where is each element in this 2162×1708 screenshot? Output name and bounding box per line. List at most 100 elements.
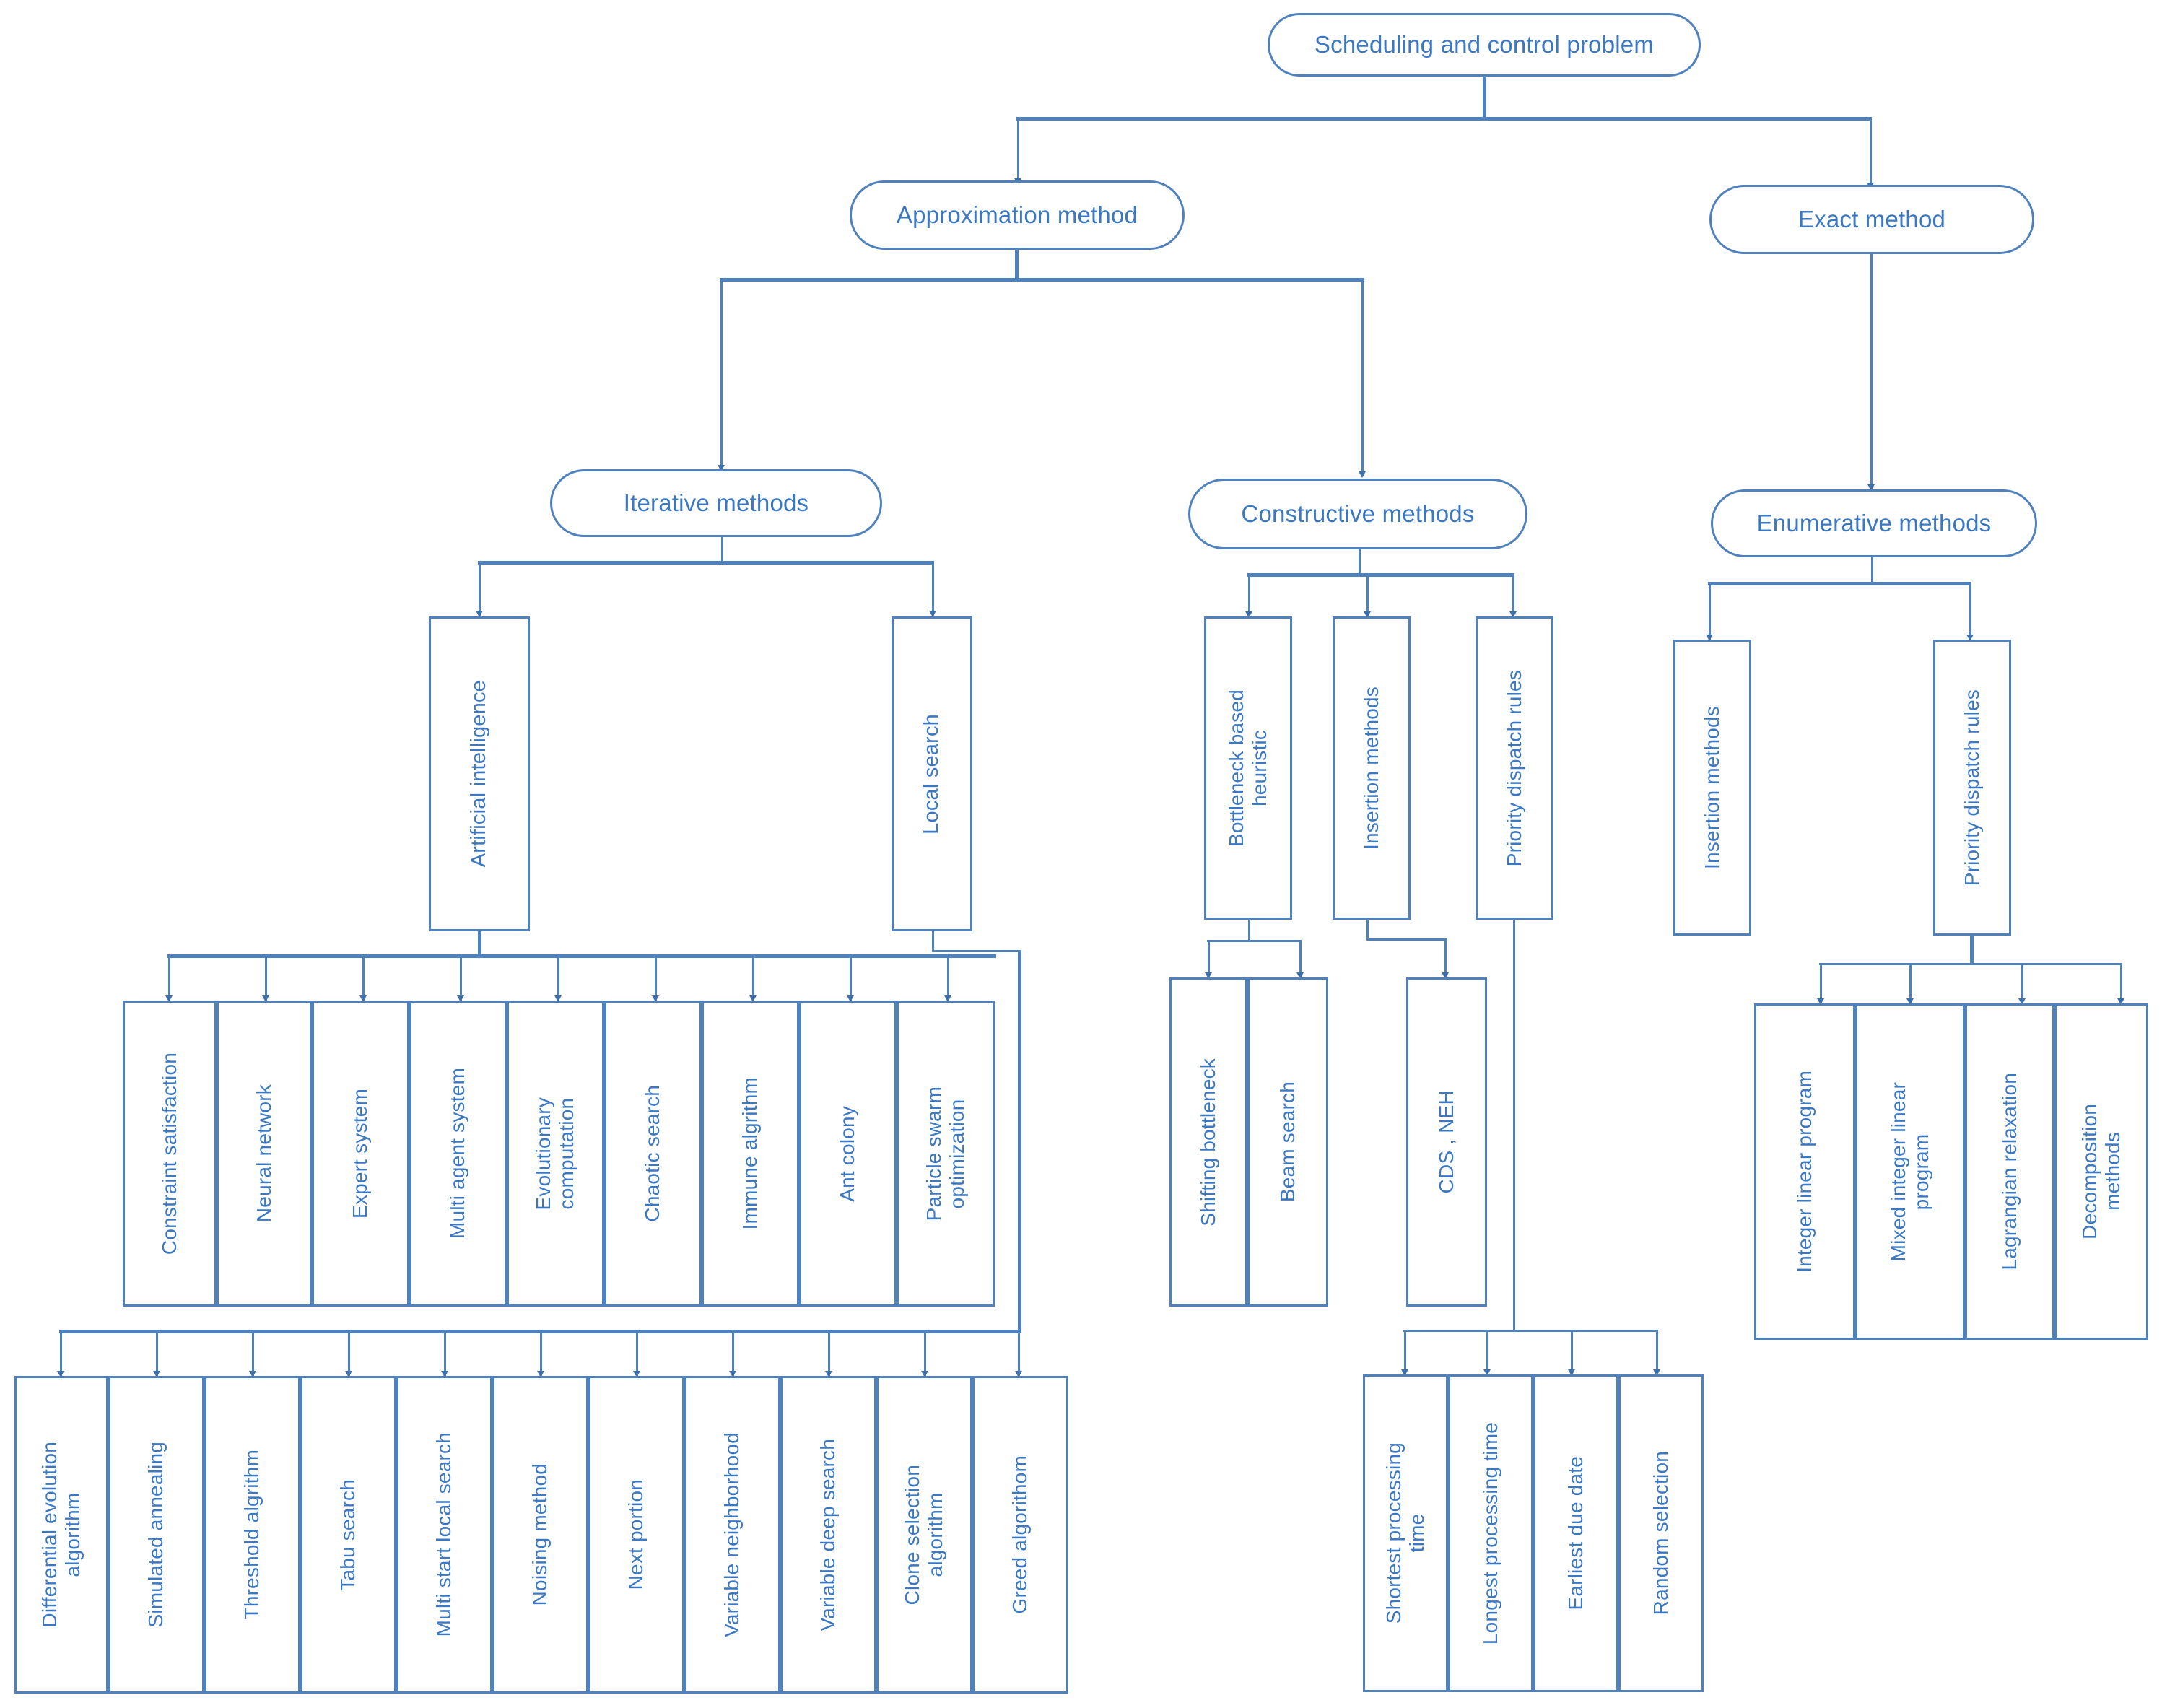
connector-to-bottleneck — [1248, 573, 1250, 616]
node-priority-dispatch-rules-constructive[interactable]: Priority dispatch rules — [1476, 616, 1553, 920]
connector-enumerative-bus — [1708, 582, 1971, 585]
node-cds-neh[interactable]: CDS , NEH — [1406, 977, 1487, 1307]
connector-ai-bus — [167, 954, 996, 958]
connector-ep-child-0 — [1820, 963, 1822, 1003]
arrow-iterative — [718, 465, 725, 471]
node-next-portion[interactable]: Next portion — [588, 1376, 684, 1694]
connector-ai-child-1 — [265, 954, 267, 1001]
arrow-local-search — [929, 611, 936, 617]
node-approximation-method[interactable]: Approximation method — [850, 180, 1185, 250]
node-constructive-methods[interactable]: Constructive methods — [1188, 479, 1527, 549]
node-earliest-due-date[interactable]: Earliest due date — [1533, 1374, 1618, 1692]
node-mixed-integer-linear-program[interactable]: Mixed integer linear program — [1855, 1003, 1965, 1340]
node-priority-dispatch-rules-exact[interactable]: Priority dispatch rules — [1933, 640, 2011, 936]
node-immune-algrithm[interactable]: Immune algrithm — [702, 1001, 799, 1307]
node-greed-algorithom[interactable]: Greed algorithom — [972, 1376, 1068, 1694]
node-beam-search[interactable]: Beam search — [1247, 977, 1328, 1307]
node-label: Variable deep search — [816, 1438, 840, 1631]
node-particle-swarm-optimization[interactable]: Particle swarm optimization — [897, 1001, 995, 1307]
node-constraint-satisfaction[interactable]: Constraint satisfaction — [123, 1001, 217, 1307]
connector-bn-child-0 — [1208, 940, 1210, 977]
connector-ai-child-0 — [168, 954, 170, 1001]
connector-ai-child-6 — [752, 954, 754, 1001]
arrow-ai-child-1 — [262, 995, 269, 1002]
connector-pd-child-3 — [1656, 1330, 1658, 1374]
arrow-insertion-exact — [1706, 635, 1713, 641]
node-insertion-methods-exact[interactable]: Insertion methods — [1673, 640, 1751, 936]
node-noising-method[interactable]: Noising method — [492, 1376, 588, 1694]
node-label: Greed algorithom — [1008, 1455, 1032, 1614]
connector-root-stem — [1483, 77, 1486, 118]
node-lagrangian-relaxation[interactable]: Lagrangian relaxation — [1965, 1003, 2054, 1340]
node-label: Enumerative methods — [1756, 510, 1992, 537]
node-label: Local search — [920, 713, 943, 835]
connector-ai-child-8 — [947, 954, 949, 1001]
connector-ls-child-2 — [252, 1330, 254, 1376]
connector-ins-child-0 — [1444, 938, 1447, 977]
node-tabu-search[interactable]: Tabu search — [300, 1376, 396, 1694]
node-label: Lagrangian relaxation — [1997, 1073, 2021, 1271]
node-chaotic-search[interactable]: Chaotic search — [604, 1001, 702, 1307]
node-label: Bottleneck based heuristic — [1224, 689, 1270, 847]
connector-insertion-jog — [1366, 938, 1446, 941]
arrow-priority-constructive — [1509, 611, 1517, 618]
node-clone-selection-algorithm[interactable]: Clone selection algorithm — [876, 1376, 972, 1694]
node-artificial-intelligence[interactable]: Artificial intelligence — [429, 616, 530, 931]
arrow-ls-child-7 — [729, 1371, 736, 1377]
connector-ep-child-2 — [2021, 963, 2023, 1003]
connector-pd-child-2 — [1571, 1330, 1573, 1374]
node-multi-agent-system[interactable]: Multi agent system — [409, 1001, 507, 1307]
node-iterative-methods[interactable]: Iterative methods — [550, 469, 882, 537]
node-label: Differential evolution algorithm — [38, 1442, 84, 1628]
node-root-scheduling-and-control-problem[interactable]: Scheduling and control problem — [1268, 13, 1701, 77]
connector-to-local-search — [932, 561, 934, 616]
node-label: Chaotic search — [641, 1085, 664, 1222]
connector-ai-child-4 — [557, 954, 559, 1001]
node-label: Earliest due date — [1564, 1456, 1587, 1611]
arrow-constructive — [1359, 471, 1366, 478]
arrow-pd-child-3 — [1653, 1369, 1660, 1376]
node-enumerative-methods[interactable]: Enumerative methods — [1711, 489, 2037, 557]
node-decomposition-methods[interactable]: Decomposition methods — [2054, 1003, 2148, 1340]
arrow-ai-child-4 — [554, 995, 562, 1002]
arrow-insertion-constructive — [1364, 611, 1371, 618]
node-bottleneck-based-heuristic[interactable]: Bottleneck based heuristic — [1204, 616, 1292, 920]
arrow-ls-child-6 — [633, 1371, 640, 1377]
arrow-enumerative — [1867, 484, 1875, 491]
node-label: Iterative methods — [623, 489, 809, 517]
arrow-bn-child-0 — [1205, 972, 1212, 979]
connector-ls-child-6 — [636, 1330, 638, 1376]
node-threshold-algrithm[interactable]: Threshold algrithm — [204, 1376, 300, 1694]
node-neural-network[interactable]: Neural network — [217, 1001, 312, 1307]
connector-bottleneck-bus — [1207, 940, 1301, 942]
arrow-ai-child-5 — [652, 995, 659, 1002]
node-ant-colony[interactable]: Ant colony — [799, 1001, 897, 1307]
node-exact-method[interactable]: Exact method — [1709, 185, 2034, 254]
connector-bn-child-1 — [1299, 940, 1302, 977]
connector-ai-child-3 — [460, 954, 462, 1001]
arrow-ai-child-7 — [847, 995, 854, 1002]
node-integer-linear-program[interactable]: Integer linear program — [1754, 1003, 1855, 1340]
node-local-search[interactable]: Local search — [892, 616, 972, 931]
arrow-ls-child-10 — [1015, 1371, 1022, 1377]
node-variable-deep-search[interactable]: Variable deep search — [780, 1376, 876, 1694]
node-label: Expert system — [349, 1089, 372, 1219]
node-random-selection[interactable]: Random selection — [1618, 1374, 1704, 1692]
node-multi-start-local-search[interactable]: Multi start local search — [396, 1376, 492, 1694]
node-longest-processing-time[interactable]: Longest processing time — [1448, 1374, 1533, 1692]
arrow-ai-child-6 — [749, 995, 757, 1002]
arrow-ep-child-3 — [2117, 998, 2124, 1005]
node-shifting-bottleneck[interactable]: Shifting bottleneck — [1169, 977, 1247, 1307]
node-label: Integer linear program — [1792, 1071, 1816, 1273]
arrow-ls-child-8 — [825, 1371, 832, 1377]
node-shortest-processing-time[interactable]: Shortest processing time — [1363, 1374, 1448, 1692]
node-simulated-annealing[interactable]: Simulated annealing — [108, 1376, 204, 1694]
node-expert-system[interactable]: Expert system — [312, 1001, 409, 1307]
node-evolutionary-computation[interactable]: Evolutionary computation — [507, 1001, 604, 1307]
node-label: Mixed integer linear program — [1886, 1081, 1932, 1262]
node-variable-neighborhood[interactable]: Variable neighborhood — [684, 1376, 780, 1694]
node-insertion-methods-constructive[interactable]: Insertion methods — [1333, 616, 1411, 920]
node-differential-evolution-algorithm[interactable]: Differential evolution algorithm — [14, 1376, 108, 1694]
arrow-ls-child-2 — [249, 1371, 256, 1377]
